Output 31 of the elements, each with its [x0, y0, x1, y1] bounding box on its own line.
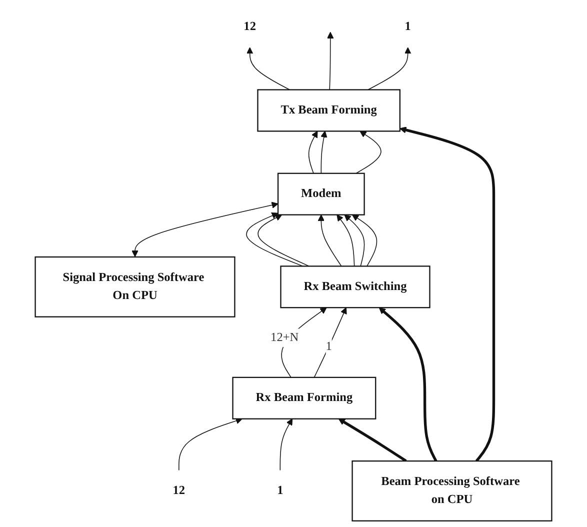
arrow	[320, 130, 328, 174]
node-box: Signal Processing Software On CPU	[34, 256, 236, 318]
arrow	[400, 126, 496, 462]
arrow	[314, 307, 347, 378]
arrow	[308, 130, 318, 174]
arrow	[338, 418, 407, 462]
arrow	[327, 32, 334, 90]
arrow	[280, 418, 293, 471]
arrow	[246, 212, 304, 267]
node-text: 12	[244, 20, 256, 33]
edge-label: 1	[326, 340, 332, 354]
node-text: 12	[172, 484, 186, 498]
arrow	[246, 47, 290, 90]
node-text: 1	[277, 484, 284, 498]
edge-label: 12+N	[270, 330, 299, 344]
node-box: Beam Processing Software on CPU	[352, 460, 552, 522]
node-text: 1	[404, 20, 411, 33]
arrow	[378, 307, 438, 462]
arrow	[356, 130, 382, 174]
node-box: Rx Beam Switching	[280, 266, 430, 308]
arrow	[178, 418, 242, 471]
arrow	[132, 202, 278, 257]
node-box: Rx Beam Forming	[232, 376, 376, 420]
arrow	[368, 47, 412, 90]
arrow	[344, 214, 365, 267]
arrow	[336, 214, 355, 267]
arrow	[258, 214, 310, 267]
node-box: Modem	[277, 172, 365, 216]
arrow	[352, 214, 378, 267]
arrow	[318, 214, 342, 267]
node-box: Tx Beam Forming	[257, 89, 400, 132]
